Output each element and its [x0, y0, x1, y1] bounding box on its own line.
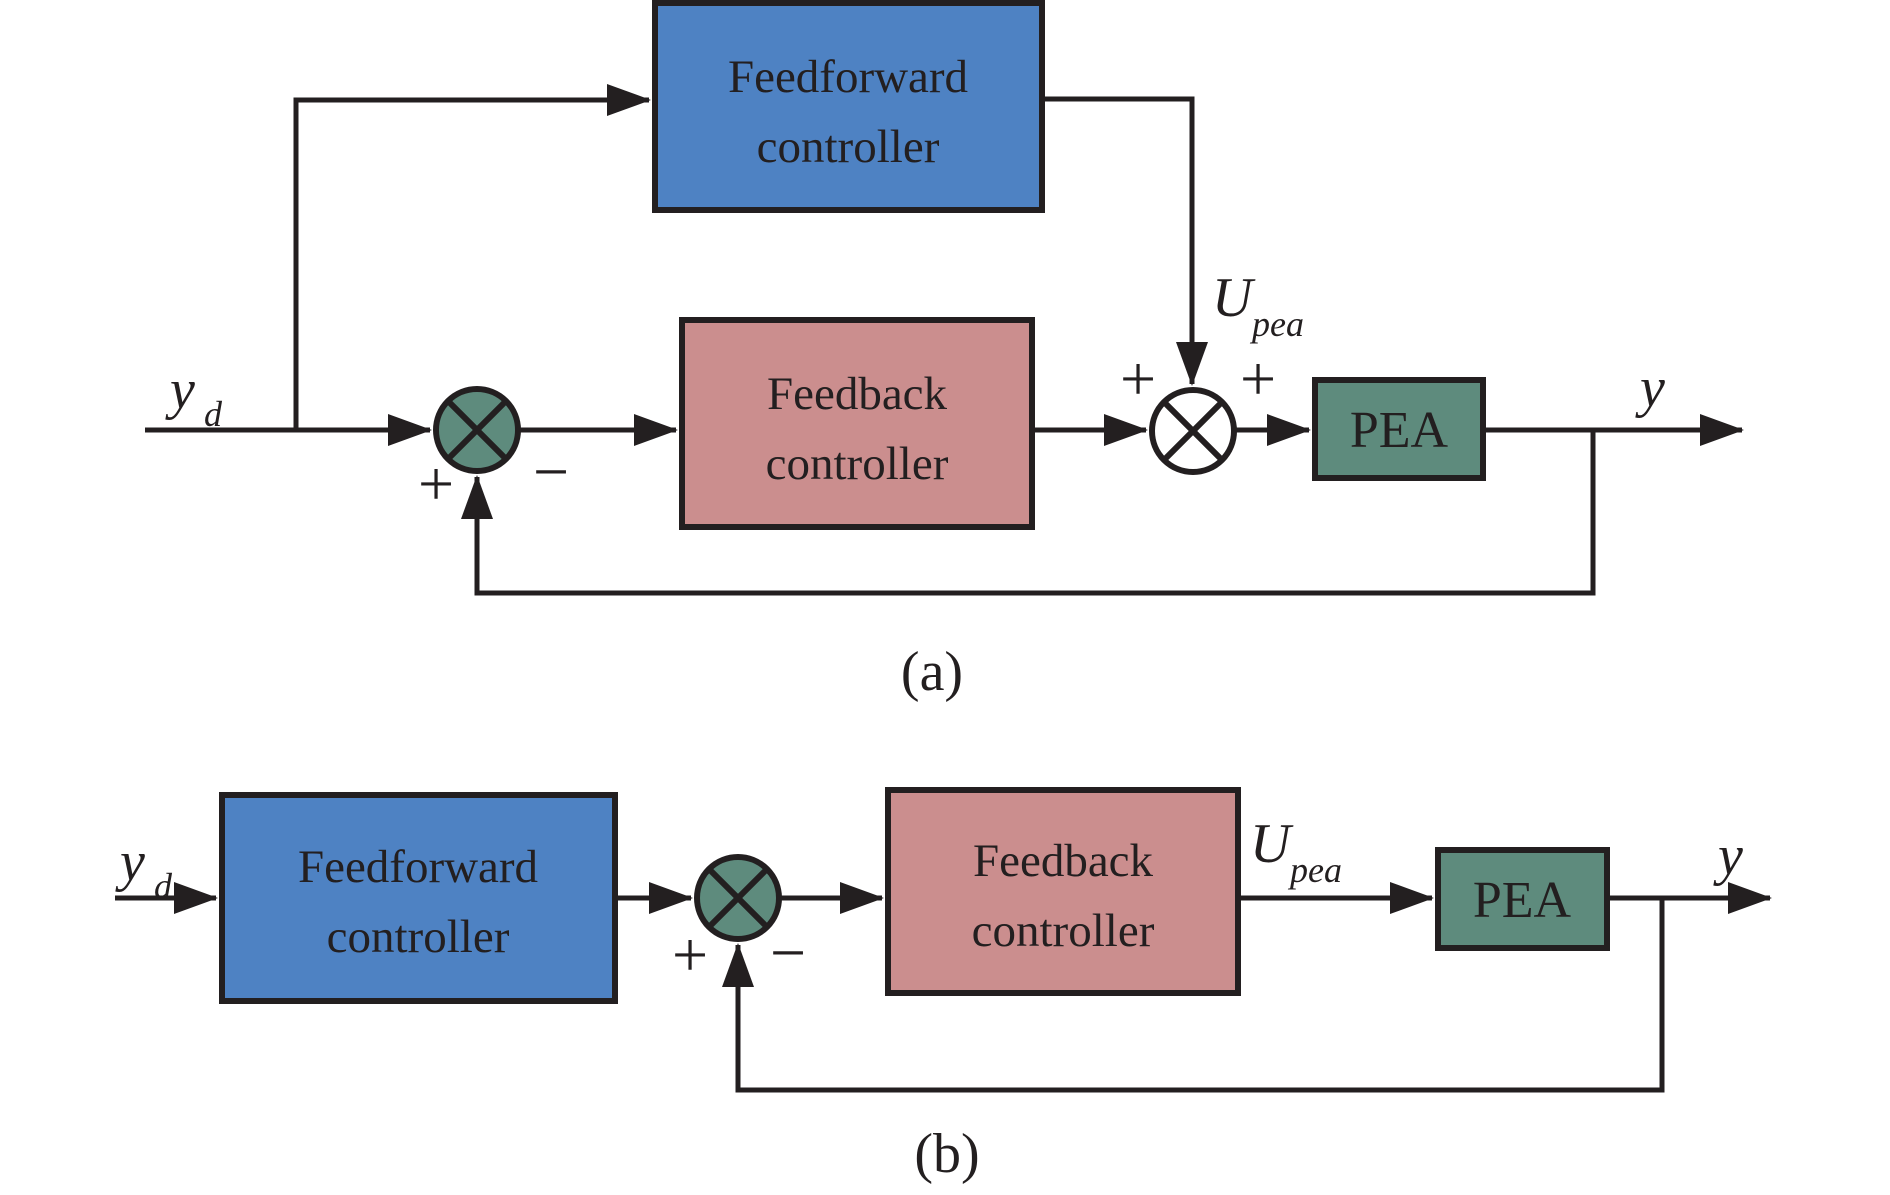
feedforward-label-line1-b: Feedforward: [298, 841, 538, 893]
input-label-subscript-b: d: [154, 866, 173, 906]
feedback-label-line2-b: controller: [972, 905, 1155, 957]
output-label-b: y: [1713, 825, 1743, 887]
sum-minus-sign-b: −: [770, 917, 806, 988]
summing-junction-control-a: [1149, 387, 1237, 475]
control-signal-subscript-b: pea: [1287, 850, 1342, 890]
caption-b: (b): [914, 1123, 979, 1185]
sum1-minus-sign-a: −: [533, 436, 569, 507]
caption-a: (a): [901, 641, 963, 703]
wire-feedback-loop-a: [461, 430, 1596, 596]
summing-junction-b: [694, 854, 782, 942]
sum-plus-sign-b: +: [672, 919, 708, 990]
feedforward-label-line2-a: controller: [757, 121, 940, 173]
sum1-plus-sign-a: +: [418, 448, 454, 519]
feedforward-label-line2-b: controller: [327, 911, 510, 963]
input-label-b: y: [115, 831, 145, 893]
feedback-controller-block-b: [885, 787, 1241, 996]
sum2-plus-right-sign-a: +: [1240, 343, 1276, 414]
feedback-controller-block-a: [679, 317, 1035, 530]
pea-label-b: PEA: [1473, 872, 1572, 929]
wire-feedforward-to-sum-a: [1042, 96, 1208, 386]
output-label-a: y: [1635, 357, 1665, 419]
control-signal-label-b: U: [1250, 813, 1294, 875]
feedforward-controller-block-b: [219, 792, 618, 1004]
feedback-label-line1-a: Feedback: [767, 368, 948, 420]
input-label-subscript-a: d: [204, 394, 223, 434]
pea-label-a: PEA: [1350, 402, 1449, 459]
feedback-label-line1-b: Feedback: [973, 835, 1154, 887]
diagram-b: y d Feedforward controller + − Feedback …: [115, 787, 1772, 1185]
wire-feedback-loop-b: [722, 898, 1665, 1093]
pea-block-b: [1435, 847, 1610, 951]
diagram-a: y d Feedforward controller U pea + − Fee…: [145, 0, 1744, 703]
feedback-label-line2-a: controller: [766, 438, 949, 490]
input-label-a: y: [165, 359, 195, 421]
feedforward-label-line1-a: Feedforward: [728, 51, 968, 103]
control-signal-subscript-a: pea: [1249, 304, 1304, 344]
feedforward-controller-block-a: [652, 0, 1045, 213]
wire-branch-to-feedforward-a: [293, 84, 651, 430]
control-signal-label-a: U: [1212, 267, 1256, 329]
sum2-plus-left-sign-a: +: [1120, 343, 1156, 414]
